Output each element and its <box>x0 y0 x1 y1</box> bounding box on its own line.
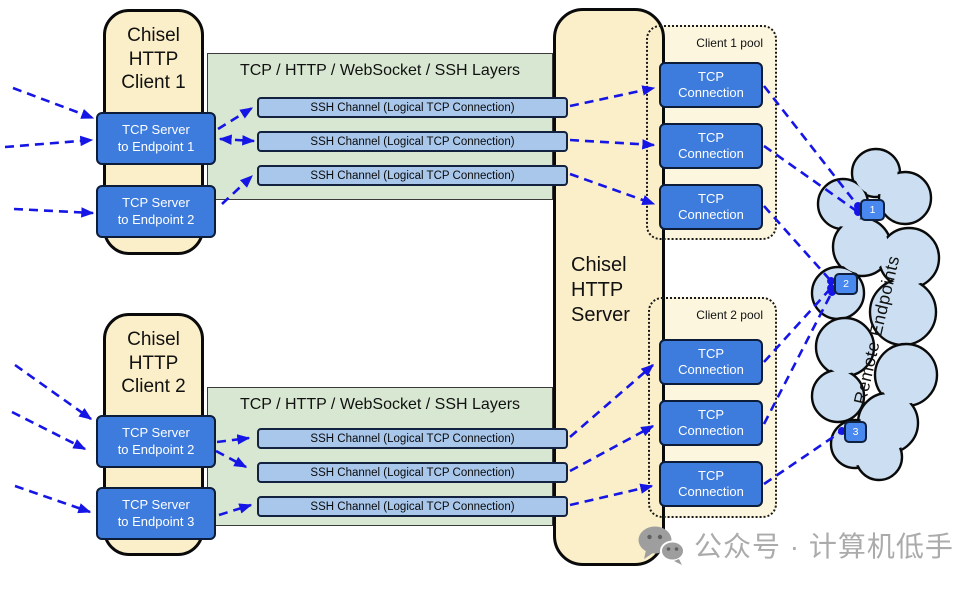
client1-pool-label: Client 1 pool <box>696 36 763 50</box>
title-line: HTTP <box>128 48 179 70</box>
tcp-connection: TCP Connection <box>659 400 763 446</box>
endpoint-3-node: 3 <box>844 421 867 443</box>
chisel-server-title: Chisel HTTP Server <box>571 253 630 328</box>
endpoint-number: 1 <box>869 204 876 216</box>
dashed-arrow <box>13 207 95 218</box>
channel-label: SSH Channel (Logical TCP Connection) <box>310 500 515 513</box>
box-line: Connection <box>678 146 744 161</box>
box-line: TCP <box>698 129 724 145</box>
box-line: Connection <box>678 484 744 499</box>
tcp-connection: TCP Connection <box>659 339 763 385</box>
title-line: HTTP <box>571 279 624 301</box>
box-line: TCP Server <box>122 122 190 137</box>
title-line: Client 1 <box>121 72 186 93</box>
title-line: Chisel <box>571 254 627 276</box>
chisel-client2-title: Chisel HTTP Client 2 <box>106 328 201 399</box>
channel-label: SSH Channel (Logical TCP Connection) <box>310 169 515 182</box>
tcp-connection: TCP Connection <box>659 62 763 108</box>
chisel-client1-title: Chisel HTTP Client 1 <box>106 24 201 95</box>
title-line: Server <box>571 304 630 326</box>
box-line: Connection <box>678 207 744 222</box>
dashed-arrow <box>14 484 92 514</box>
endpoint-1-node: 1 <box>860 199 885 221</box>
ssh-channel-1: SSH Channel (Logical TCP Connection) <box>257 97 568 118</box>
box-line: Connection <box>678 423 744 438</box>
dashed-arrow <box>4 135 94 149</box>
tcp-server-to-endpoint-2: TCP Server to Endpoint 2 <box>96 185 216 238</box>
box-line: TCP <box>698 68 724 84</box>
ssh-channel-5: SSH Channel (Logical TCP Connection) <box>257 462 568 483</box>
protocol-layers-label: TCP / HTTP / WebSocket / SSH Layers <box>239 62 521 79</box>
dashed-link <box>762 85 862 210</box>
channel-label: SSH Channel (Logical TCP Connection) <box>310 466 515 479</box>
wechat-icon <box>638 526 685 565</box>
ssh-channel-3: SSH Channel (Logical TCP Connection) <box>257 165 568 186</box>
box-line: to Endpoint 2 <box>117 211 195 227</box>
endpoint-number: 2 <box>843 278 849 290</box>
tcp-server-to-endpoint-2b: TCP Server to Endpoint 2 <box>96 415 216 468</box>
dashed-link <box>763 144 862 216</box>
tcp-connection: TCP Connection <box>659 123 763 169</box>
box-line: Connection <box>678 85 744 100</box>
box-line: to Endpoint 3 <box>117 513 195 529</box>
box-line: TCP Server <box>122 425 190 440</box>
channel-label: SSH Channel (Logical TCP Connection) <box>310 432 515 445</box>
ssh-channel-6: SSH Channel (Logical TCP Connection) <box>257 496 568 517</box>
box-line: to Endpoint 2 <box>117 441 195 457</box>
protocol-layers-label: TCP / HTTP / WebSocket / SSH Layers <box>239 396 521 413</box>
box-line: TCP <box>698 467 724 483</box>
ssh-channel-4: SSH Channel (Logical TCP Connection) <box>257 428 568 449</box>
box-line: TCP <box>698 345 724 361</box>
box-line: TCP Server <box>122 195 190 210</box>
title-line: Chisel <box>127 25 180 46</box>
title-line: Chisel <box>127 329 180 350</box>
endpoint-2-node: 2 <box>834 273 858 295</box>
watermark-text: 公众号 · 计算机低手 <box>694 531 954 562</box>
client2-pool-label: Client 2 pool <box>696 308 763 322</box>
box-line: Connection <box>678 362 744 377</box>
dashed-arrow <box>14 363 93 421</box>
box-line: TCP <box>698 190 724 206</box>
endpoint-number: 3 <box>852 426 859 438</box>
box-line: to Endpoint 1 <box>117 138 195 154</box>
box-line: TCP <box>698 406 724 422</box>
tcp-server-to-endpoint-3: TCP Server to Endpoint 3 <box>96 487 216 540</box>
incoming-arrows <box>4 86 95 514</box>
tcp-connection: TCP Connection <box>659 461 763 507</box>
channel-label: SSH Channel (Logical TCP Connection) <box>310 135 515 148</box>
dashed-arrow <box>12 86 95 120</box>
tcp-connection: TCP Connection <box>659 184 763 230</box>
dashed-arrow <box>11 410 87 451</box>
tcp-server-to-endpoint-1: TCP Server to Endpoint 1 <box>96 112 216 165</box>
ssh-channel-2: SSH Channel (Logical TCP Connection) <box>257 131 568 152</box>
channel-label: SSH Channel (Logical TCP Connection) <box>310 101 515 114</box>
title-line: HTTP <box>128 352 179 374</box>
box-line: TCP Server <box>122 497 190 512</box>
watermark: 公众号 · 计算机低手 <box>636 524 954 566</box>
title-line: Client 2 <box>121 376 186 397</box>
